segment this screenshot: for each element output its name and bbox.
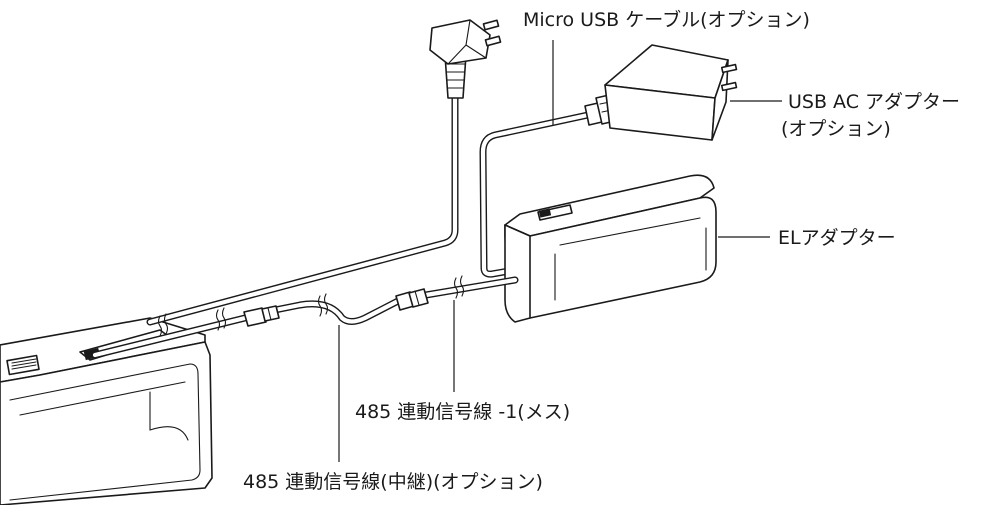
label-signal-line-relay: 485 連動信号線(中継)(オプション) — [243, 471, 543, 493]
label-el-adapter: ELアダプター — [778, 227, 896, 249]
plug-prongs — [482, 19, 502, 47]
main-unit-connector — [6, 354, 40, 376]
main-unit-front — [0, 341, 213, 505]
usb-ac-adapter — [604, 44, 738, 141]
el-adapter — [504, 174, 717, 323]
leader-lines — [338, 40, 782, 462]
label-usb-ac-adapter-line1: USB AC アダプター — [788, 91, 960, 113]
signal-connector-1 — [243, 305, 280, 327]
cable-break-marks — [157, 275, 465, 337]
power-cord — [146, 88, 459, 326]
micro-usb-cable — [479, 111, 592, 278]
signal-connector-2 — [395, 288, 429, 311]
label-micro-usb-cable: Micro USB ケーブル(オプション) — [523, 8, 810, 31]
main-unit-panel — [9, 363, 201, 501]
label-usb-ac-adapter-line2: (オプション) — [781, 118, 891, 140]
adapter-prongs — [720, 63, 738, 92]
main-unit — [0, 317, 213, 505]
power-plug — [429, 19, 502, 99]
label-signal-line-female: 485 連動信号線 -1(メス) — [355, 401, 570, 423]
